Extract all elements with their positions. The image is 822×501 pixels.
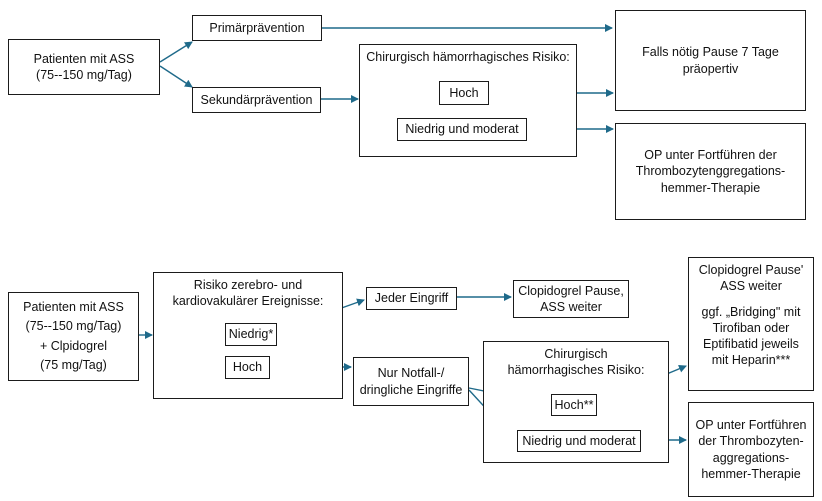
op-line3: hemmer-Therapie [660, 180, 761, 195]
cardio-low-label: Niedrig* [228, 327, 274, 342]
surg-low-box: Niedrig und moderat [517, 430, 641, 452]
primary-prevention-label: Primärprävention [209, 20, 305, 35]
surg-risk2-title-line2: hämorrhagisches Risiko: [507, 363, 645, 378]
any-surgery-label: Jeder Eingriff [374, 291, 449, 306]
op2-line4: hemmer-Therapie [701, 466, 801, 481]
surg-high-box: Hoch** [551, 394, 597, 416]
patients2-line1: Patienten mit ASS [23, 299, 124, 314]
secondary-prevention-label: Sekundärprävention [200, 92, 313, 107]
pause-box: Falls nötig Pause 7 Tage präopertiv [615, 10, 806, 111]
surg-high-label: Hoch** [554, 397, 594, 412]
emergency-line1: Nur Notfall-/ [377, 366, 445, 381]
clopi-pause-line1: Clopidogrel Pause, [518, 283, 624, 298]
cardio-risk-title-line1: Risiko zerebro- und [193, 278, 303, 292]
surg-low-label: Niedrig und moderat [522, 433, 636, 448]
op2-line3: aggregations- [712, 450, 790, 465]
bridging-spacer [699, 295, 804, 304]
any-surgery-box: Jeder Eingriff [366, 287, 457, 310]
op2-line1: OP unter Fortführen [695, 418, 807, 432]
patients-ass-line2: (75--150 mg/Tag) [36, 68, 132, 82]
surgical-risk-title: Chirurgisch hämorrhagisches Risiko: [366, 50, 570, 64]
bridging-line6: mit Heparin*** [711, 353, 791, 368]
op-line2: Thrombozytenggregations- [635, 164, 786, 179]
op2-line2: der Thrombozyten- [698, 434, 804, 449]
bridging-line2: ASS weiter [720, 279, 782, 294]
op-continue-box: OP unter Fortführen der Thrombozytenggre… [615, 123, 806, 220]
risk-high-label: Hoch [449, 85, 479, 100]
risk-low-box: Niedrig und moderat [397, 118, 527, 141]
arrow-patients-primary [159, 41, 193, 63]
cardio-high-box: Hoch [225, 356, 270, 379]
cardio-high-label: Hoch [232, 360, 263, 375]
patients-ass-clopidogrel-box: Patienten mit ASS (75--150 mg/Tag) + Clp… [8, 292, 139, 381]
patients2-line3: + Clpidogrel [39, 338, 108, 353]
cardio-risk-title-line2: kardiovakulärer Ereignisse: [172, 294, 324, 309]
emergency-line2: dringliche Eingriffe [359, 382, 463, 397]
bridging-line4: Tirofiban oder [712, 320, 790, 335]
arrow-patients-secondary [159, 65, 193, 88]
primary-prevention-box: Primärprävention [192, 15, 322, 41]
patients2-line2: (75--150 mg/Tag) [25, 319, 122, 334]
pause-line1: Falls nötig Pause 7 Tage [642, 45, 779, 60]
clopi-pause-line2: ASS weiter [540, 300, 602, 314]
risk-high-box: Hoch [439, 81, 489, 105]
patients-ass-line1: Patienten mit ASS [33, 51, 135, 66]
bridging-line1: Clopidogrel Pause' [698, 263, 804, 277]
patients2-line4: (75 mg/Tag) [40, 357, 107, 372]
emergency-surgery-box: Nur Notfall-/ dringliche Eingriffe [353, 357, 469, 406]
pause-line2: präopertiv [682, 61, 739, 76]
surg-risk2-title-line1: Chirurgisch [544, 347, 608, 361]
op-continue2-box: OP unter Fortführen der Thrombozyten- ag… [688, 402, 814, 497]
bridging-line5: Eptifibatid jeweils [703, 337, 799, 351]
cardio-low-box: Niedrig* [225, 323, 277, 346]
bridging-box: Clopidogrel Pause' ASS weiter ggf. „Brid… [688, 257, 814, 391]
patients-ass-box: Patienten mit ASS (75--150 mg/Tag) [8, 39, 160, 95]
secondary-prevention-box: Sekundärprävention [192, 87, 321, 113]
clopidogrel-pause-box: Clopidogrel Pause, ASS weiter [513, 280, 629, 318]
bridging-line3: ggf. „Bridging" mit [701, 304, 801, 319]
op-line1: OP unter Fortführen der [644, 148, 777, 163]
risk-low-label: Niedrig und moderat [405, 122, 519, 137]
